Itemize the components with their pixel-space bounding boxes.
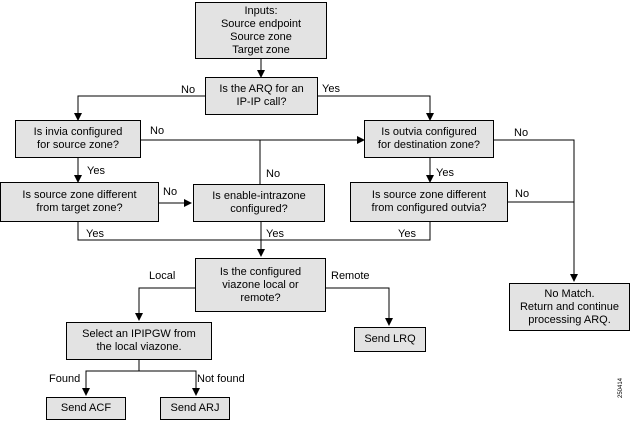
no-match-line-1: No Match. bbox=[544, 287, 595, 300]
label-srcdiff-no: No bbox=[163, 186, 178, 198]
inputs-box: Inputs: Source endpoint Source zone Targ… bbox=[195, 2, 327, 59]
arrow-viazone-remote bbox=[326, 287, 393, 326]
no-match-line-3: processing ARQ. bbox=[528, 313, 611, 326]
label-srcdiff-outvia-yes: Yes bbox=[398, 228, 416, 240]
viazone-line-1: Is the configured bbox=[219, 265, 302, 278]
src-diff-target-line-2: from target zone? bbox=[36, 202, 123, 214]
inputs-line-2: Source endpoint bbox=[220, 17, 302, 30]
select-ipipgw-box: Select an IPIPGW from the local viazone. bbox=[66, 322, 212, 360]
label-srcdiff-outvia-no: No bbox=[515, 188, 530, 200]
intrazone-line-1: Is enable-intrazone bbox=[212, 190, 306, 202]
label-local: Local bbox=[149, 270, 176, 282]
arrow-select-notfound bbox=[139, 370, 200, 396]
send-acf-box: Send ACF bbox=[46, 397, 126, 420]
select-line-1: Select an IPIPGW from bbox=[82, 328, 196, 340]
label-invia-yes: Yes bbox=[87, 165, 105, 177]
label-invia-no: No bbox=[150, 125, 165, 137]
arrow-viazone-local bbox=[135, 287, 195, 321]
arq-ipip-decision: Is the ARQ for an IP-IP call? bbox=[205, 77, 318, 115]
label-srcdiff-yes: Yes bbox=[86, 228, 104, 240]
send-arj-label: Send ARJ bbox=[170, 402, 220, 414]
intrazone-line-2: configured? bbox=[230, 203, 288, 215]
src-diff-target-line-1: Is source zone different bbox=[22, 189, 137, 201]
invia-decision: Is invia configured for source zone? bbox=[15, 120, 141, 158]
inputs-line-4: Target zone bbox=[232, 43, 290, 56]
label-not-found: Not found bbox=[197, 373, 245, 385]
arrow-select-found bbox=[82, 360, 140, 396]
viazone-line-3: remote? bbox=[240, 291, 281, 304]
label-outvia-no: No bbox=[514, 127, 529, 139]
label-found: Found bbox=[49, 373, 81, 385]
label-outvia-yes: Yes bbox=[436, 167, 454, 179]
src-diff-outvia-line-1: Is source zone different bbox=[371, 189, 487, 201]
viazone-line-2: viazone local or bbox=[222, 278, 299, 291]
arrow-srcdiff-yes bbox=[77, 222, 261, 241]
arrow-srcdiff-outvia-yes bbox=[261, 222, 431, 241]
send-lrq-box: Send LRQ bbox=[354, 327, 426, 352]
send-lrq-label: Send LRQ bbox=[364, 333, 416, 345]
no-match-line-2: Return and continue bbox=[519, 300, 620, 313]
src-diff-target-decision: Is source zone different from target zon… bbox=[0, 182, 159, 222]
label-remote: Remote bbox=[331, 270, 370, 282]
label-arq-no: No bbox=[181, 84, 196, 96]
arq-line-2: IP-IP call? bbox=[236, 96, 287, 108]
send-arj-box: Send ARJ bbox=[160, 397, 230, 420]
outvia-line-2: for destination zone? bbox=[377, 139, 481, 151]
arq-line-1: Is the ARQ for an bbox=[219, 83, 304, 95]
select-line-2: the local viazone. bbox=[96, 341, 182, 353]
arrow-arq-yes bbox=[318, 95, 434, 121]
label-intrazone-yes: Yes bbox=[266, 228, 284, 240]
src-diff-outvia-decision: Is source zone different from configured… bbox=[350, 182, 508, 222]
invia-line-2: for source zone? bbox=[37, 139, 119, 151]
intrazone-decision: Is enable-intrazone configured? bbox=[193, 184, 325, 222]
src-diff-outvia-line-2: from configured outvia? bbox=[371, 202, 487, 214]
inputs-line-3: Source zone bbox=[230, 30, 292, 43]
arrow-outvia-no bbox=[494, 139, 578, 282]
outvia-decision: Is outvia configured for destination zon… bbox=[364, 120, 494, 158]
send-acf-label: Send ACF bbox=[60, 402, 112, 414]
label-arq-yes: Yes bbox=[322, 83, 340, 95]
invia-line-1: Is invia configured bbox=[33, 126, 123, 138]
arrow-arq-no bbox=[74, 95, 205, 121]
inputs-line-1: Inputs: bbox=[244, 4, 278, 17]
label-intrazone-no: No bbox=[266, 168, 281, 180]
figure-id: 250414 bbox=[618, 377, 624, 398]
viazone-decision: Is the configured viazone local or remot… bbox=[195, 258, 326, 312]
outvia-line-1: Is outvia configured bbox=[381, 126, 477, 138]
no-match-box: No Match. Return and continue processing… bbox=[509, 283, 630, 331]
